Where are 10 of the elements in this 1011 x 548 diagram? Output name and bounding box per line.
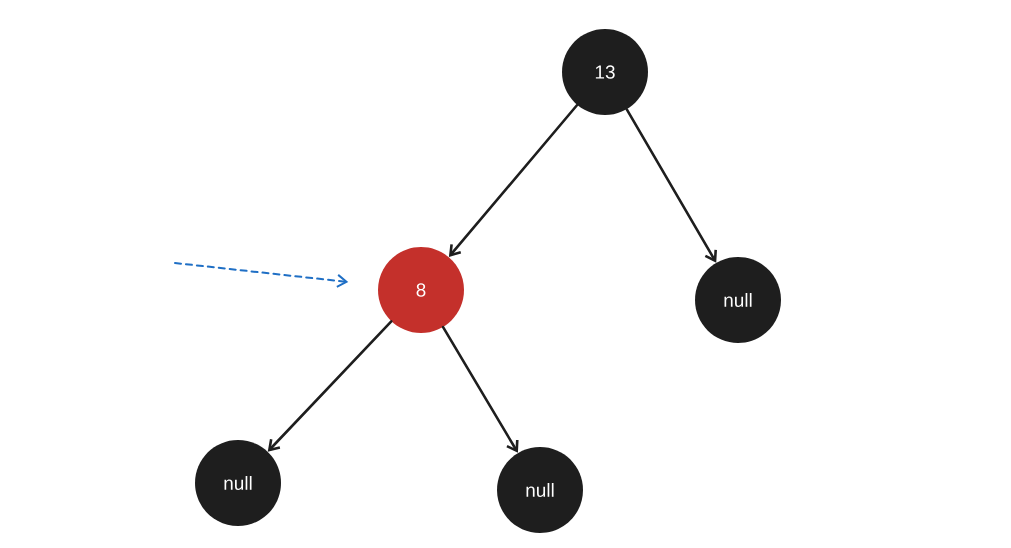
arrow [448,103,579,257]
tree-node: 8 [378,247,464,333]
dashed-arrow [174,262,349,288]
arrow [267,320,393,452]
arrow [441,325,519,453]
tree-node: null [497,447,583,533]
tree-node: null [195,440,281,526]
arrow [625,108,717,263]
tree-node: 13 [562,29,648,115]
tree-node: null [695,257,781,343]
